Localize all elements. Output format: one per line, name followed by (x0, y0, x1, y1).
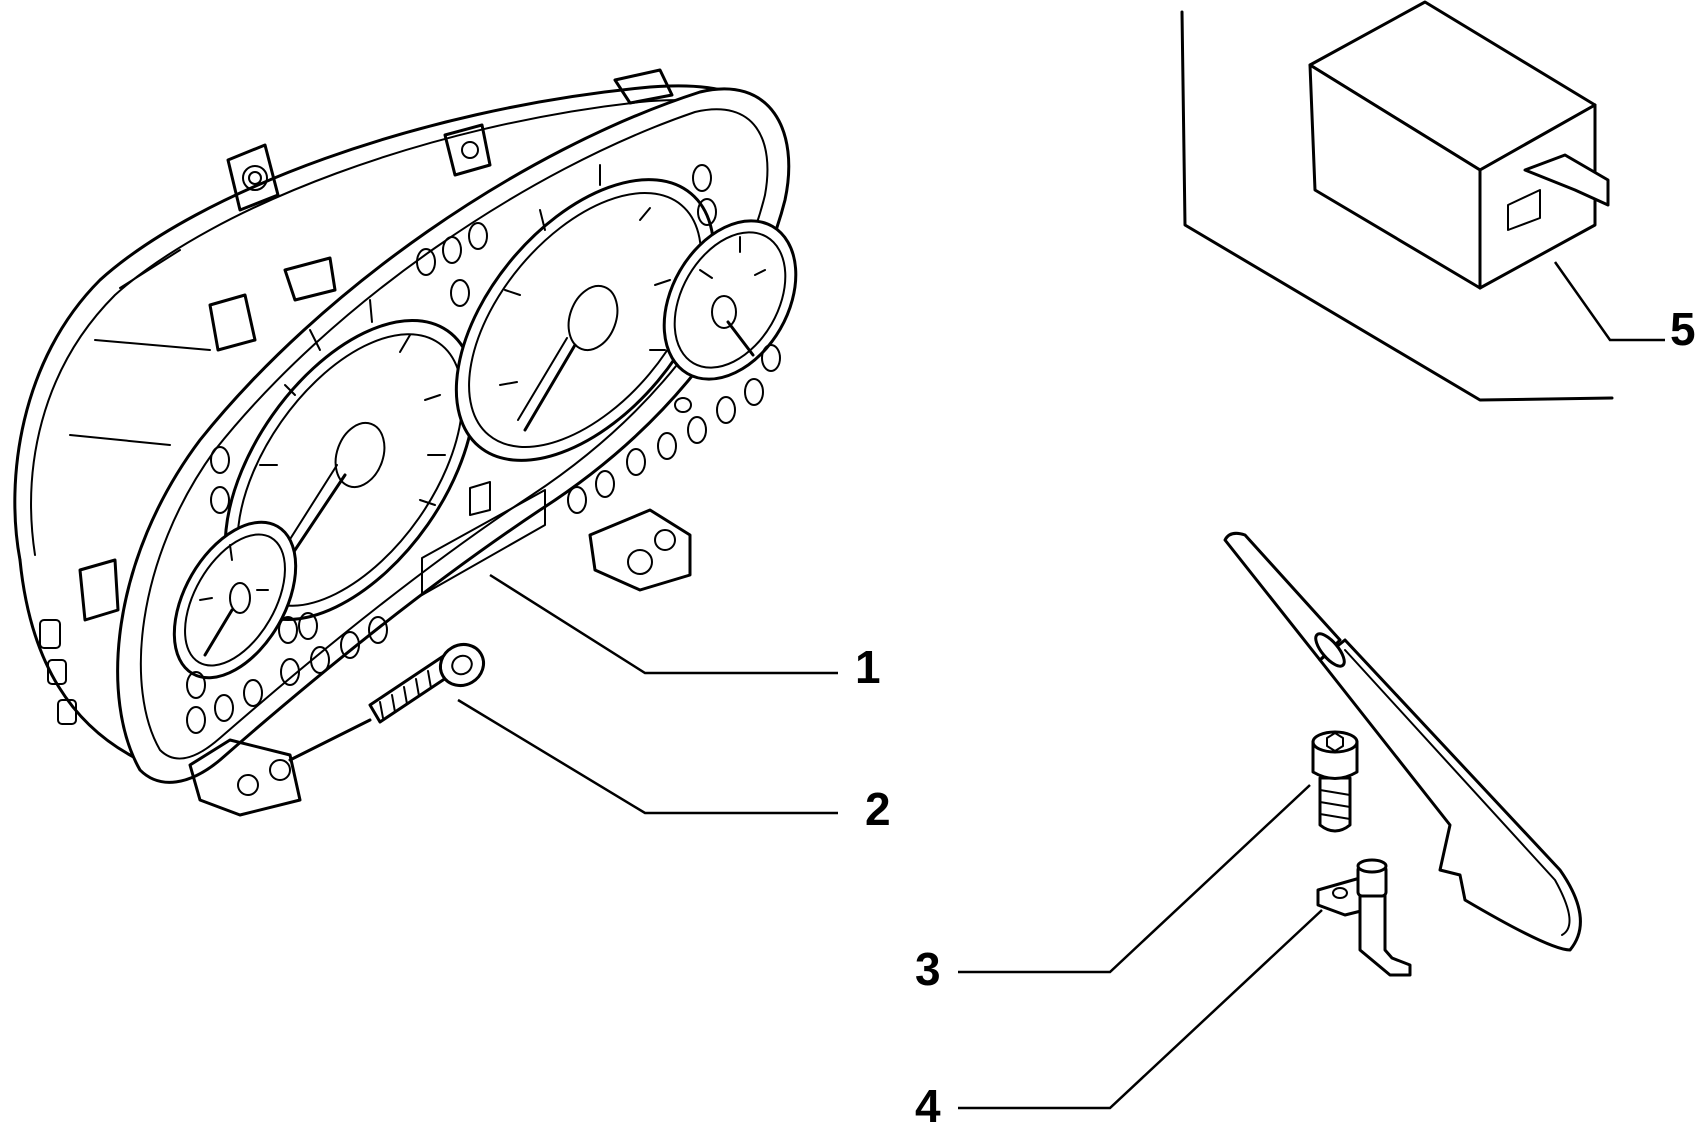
callout-labels: 1 2 3 4 5 (855, 303, 1696, 1123)
leader-3 (958, 784, 1311, 974)
leader-4 (958, 909, 1323, 1110)
bracket-screw (1311, 730, 1359, 833)
callout-1: 1 (855, 641, 881, 693)
callout-2: 2 (865, 783, 891, 835)
callout-5: 5 (1670, 303, 1696, 355)
mounting-bracket (1316, 858, 1412, 977)
callout-4: 4 (915, 1080, 941, 1123)
leader-1 (489, 573, 838, 675)
instrument-cluster (13, 68, 798, 817)
leader-2 (457, 698, 838, 815)
callout-3: 3 (915, 943, 941, 995)
handle-assembly (1223, 531, 1582, 952)
cluster-leg (288, 718, 372, 762)
relay-module (1180, 0, 1665, 402)
leader-lines (288, 573, 1323, 1110)
cluster-mounting-bolt (368, 642, 486, 724)
